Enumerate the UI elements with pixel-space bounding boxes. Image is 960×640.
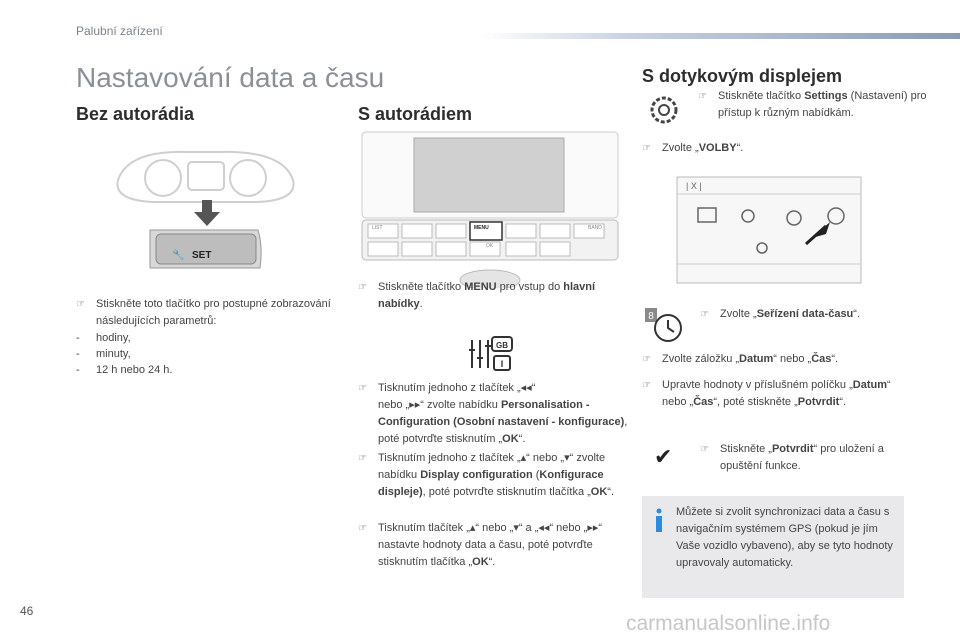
info-box: Můžete si zvolit synchronizaci data a ča…	[642, 496, 904, 598]
settings-icon: GB I	[469, 336, 513, 371]
right-step-3: ☞Zvolte „Seřízení data-času“.	[700, 308, 861, 320]
right-step-1: ☞Stiskněte tlačítko Settings (Nastavení)…	[698, 90, 927, 119]
info-text: Můžete si zvolit synchronizaci data a ča…	[676, 506, 893, 569]
middle-step-2: ☞Tisknutím jednoho z tlačítek „◂◂“nebo „…	[358, 382, 628, 445]
wrench-icon: 🔧	[172, 250, 185, 261]
clock-icon: 8	[645, 308, 682, 342]
param-item: hodiny,	[76, 330, 172, 346]
radio-button-list[interactable]: LIST	[372, 225, 383, 231]
page-number: 46	[20, 604, 34, 618]
right-heading: S dotykovým displejem	[642, 66, 843, 86]
param-item: minuty,	[76, 346, 172, 362]
gear-icon	[650, 96, 678, 124]
watermark: carmanualsonline.info	[626, 612, 831, 635]
checkmark-icon: ✔	[654, 444, 673, 469]
right-step-5: ☞Upravte hodnoty v příslušném políčku „D…	[642, 379, 891, 408]
radio-button-ok[interactable]: OK	[486, 243, 494, 249]
page-title: Nastavování data a času	[76, 62, 385, 93]
set-button[interactable]: SET	[192, 250, 212, 261]
middle-step-3: ☞Tisknutím jednoho z tlačítek „▴“ nebo „…	[358, 452, 615, 498]
left-instruction: ☞Stiskněte toto tlačítko pro postupné zo…	[76, 298, 331, 327]
svg-text:I: I	[501, 359, 504, 369]
touchscreen-illustration: | X |	[676, 176, 862, 284]
middle-step-1: ☞Stiskněte tlačítko MENU pro vstup do hl…	[358, 281, 596, 310]
right-step-6: ☞Stiskněte „Potvrdit“ pro uložení a opuš…	[700, 443, 884, 472]
param-item: 12 h nebo 24 h.	[76, 362, 172, 378]
info-icon	[656, 508, 662, 532]
radio-button-band[interactable]: BAND	[588, 225, 602, 231]
params-list: hodiny, minuty, 12 h nebo 24 h.	[76, 330, 172, 378]
header-bar	[480, 33, 960, 39]
middle-step-4: ☞Tisknutím tlačítek „▴“ nebo „▾“ a „◂◂“ …	[358, 522, 603, 568]
radio-unit-illustration	[361, 131, 619, 288]
right-step-2: ☞Zvolte „VOLBY“.	[642, 142, 744, 154]
svg-text:| X |: | X |	[686, 181, 702, 191]
instrument-cluster-illustration	[116, 150, 295, 269]
left-heading: Bez autorádia	[76, 104, 195, 124]
badge-number: 8	[648, 311, 654, 322]
gb-label: GB	[496, 341, 508, 350]
radio-button-menu[interactable]: MENU	[474, 225, 489, 231]
section-label: Palubní zařízení	[76, 24, 163, 38]
right-step-4: ☞Zvolte záložku „Datum“ nebo „Čas“.	[642, 353, 839, 365]
middle-heading: S autorádiem	[358, 104, 473, 124]
